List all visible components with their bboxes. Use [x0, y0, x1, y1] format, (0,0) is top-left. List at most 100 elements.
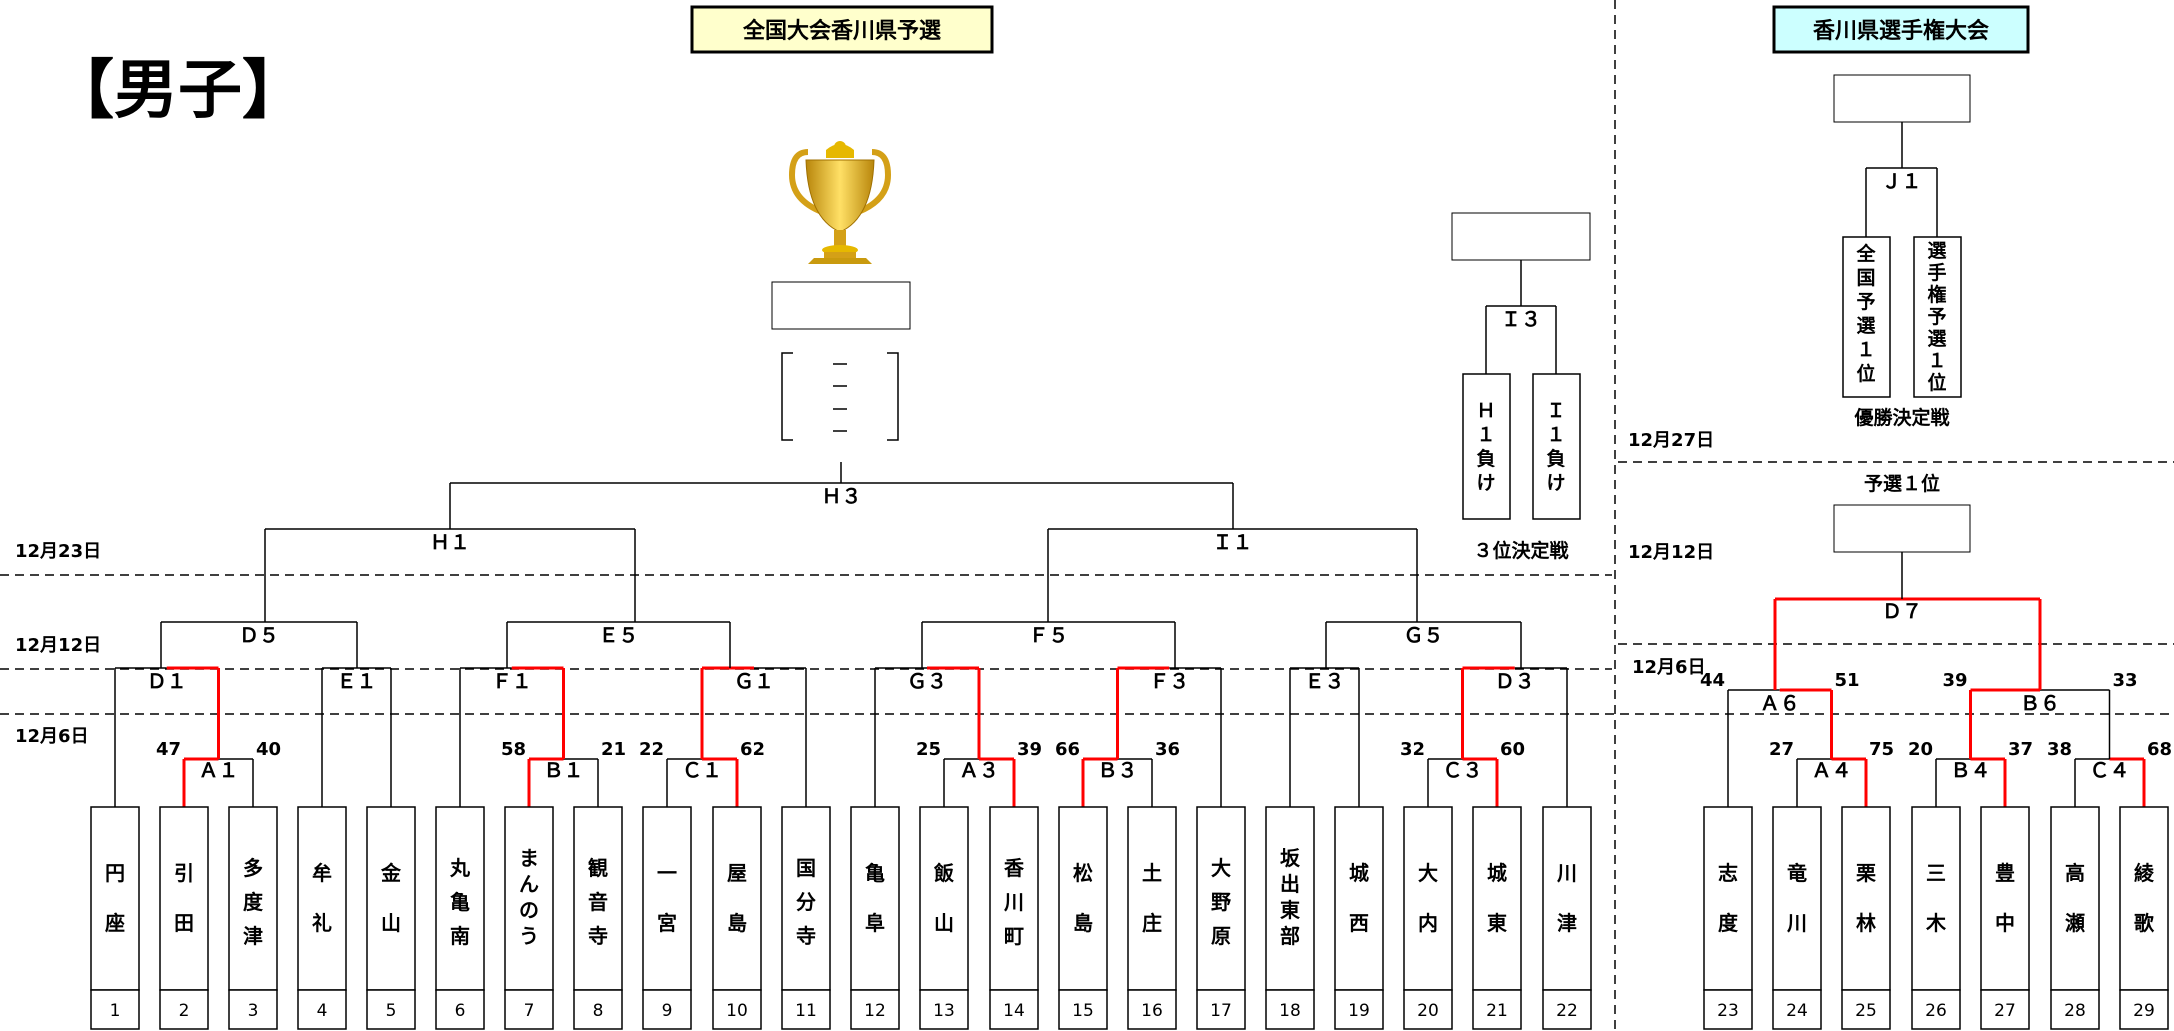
team-number-box [2050, 989, 2100, 1030]
team-name: 豊中 [1995, 861, 2015, 935]
match-label-C4: Ｃ４ [2090, 758, 2130, 782]
score-B4-left: 20 [1908, 739, 1933, 760]
team-box [504, 806, 554, 991]
team-name: 松島 [1073, 861, 1093, 935]
team-box [989, 806, 1039, 991]
date-right-1: 12月27日 [1628, 430, 1714, 451]
team-number-box [850, 989, 900, 1030]
match-label-H3: Ｈ３ [822, 484, 862, 508]
header-prefectural: 香川県選手権大会 [1772, 5, 2030, 54]
team-number: 18 [1279, 1001, 1301, 1021]
match-label-E3: Ｅ３ [1305, 669, 1345, 693]
team-box [1980, 806, 2030, 991]
team-number: 14 [1003, 1001, 1025, 1021]
team-box [1472, 806, 1522, 991]
team-number: 12 [864, 1001, 886, 1021]
match-label-A4: Ａ４ [1812, 758, 1852, 782]
champion-score-bracket [781, 352, 899, 441]
score-C1-left: 22 [639, 739, 664, 760]
score-B1-left: 58 [501, 739, 526, 760]
team-number-box [2119, 989, 2169, 1030]
team-number-box [297, 989, 347, 1030]
match-label-B4: Ｂ４ [1951, 758, 1991, 782]
team-number-box [781, 989, 831, 1030]
third-place-caption: ３位決定戦 [1473, 539, 1568, 562]
score-B4-right: 37 [2008, 739, 2033, 760]
score-A4-right: 75 [1869, 739, 1894, 760]
team-number-box [1472, 989, 1522, 1030]
prefectural-final-match: 全国予選１位 選手権予選１位 優勝決定戦 [1842, 236, 1962, 429]
third-place-right: Ｉ１負け [1546, 400, 1565, 494]
team-box [1196, 806, 1246, 991]
team-number-box [1703, 989, 1753, 1030]
team-name: 城西 [1349, 861, 1369, 935]
team-name: 屋島 [727, 861, 747, 935]
team-number-box [90, 989, 140, 1030]
team-box [1403, 806, 1453, 991]
team-box [919, 806, 969, 991]
score-A4-left: 27 [1769, 739, 1794, 760]
third-place-left: Ｈ１負け [1476, 400, 1495, 494]
team-name: 観音寺 [588, 856, 608, 948]
team-number-box [989, 989, 1039, 1030]
match-label-A1: Ａ１ [199, 758, 239, 782]
team-number: 21 [1486, 1001, 1508, 1021]
team-number-box [159, 989, 209, 1030]
team-number-box [1127, 989, 1177, 1030]
team-number-box [1841, 989, 1891, 1030]
third-place-match: Ｈ１負け Ｉ１負け ３位決定戦 [1462, 373, 1581, 562]
match-label-D3: Ｄ３ [1495, 669, 1535, 693]
team-number: 5 [386, 1001, 397, 1021]
match-label-J1: Ｊ１ [1882, 169, 1922, 193]
team-name: 円座 [105, 861, 125, 935]
team-number-box [228, 989, 278, 1030]
final-right-caption: 優勝決定戦 [1853, 406, 1949, 429]
team-number-box [1911, 989, 1961, 1030]
team-name: 竜川 [1786, 861, 1807, 935]
date-left-3: 12月6日 [15, 726, 89, 747]
team-box [159, 806, 209, 991]
team-box [90, 806, 140, 991]
team-number: 16 [1141, 1001, 1163, 1021]
team-number: 1 [110, 1001, 121, 1021]
team-name: 一宮 [657, 861, 677, 935]
final-right-left: 全国予選１位 [1855, 242, 1876, 385]
match-label-B1: Ｂ１ [544, 758, 584, 782]
team-name: 大内 [1418, 861, 1438, 935]
team-box [712, 806, 762, 991]
score-A6-left: 44 [1700, 670, 1725, 691]
team-number-box [1058, 989, 1108, 1030]
match-label-I1: Ｉ１ [1213, 530, 1253, 554]
team-number: 22 [1556, 1001, 1578, 1021]
team-box [1265, 806, 1315, 991]
team-name: 高瀬 [2065, 861, 2085, 935]
team-number-box [1334, 989, 1384, 1030]
score-C4-right: 68 [2147, 739, 2172, 760]
qualifier-caption: 予選１位 [1864, 472, 1940, 495]
team-name: 城東 [1487, 861, 1507, 935]
qualifier-box [1833, 504, 1971, 553]
team-number: 11 [795, 1001, 817, 1021]
team-number: 6 [455, 1001, 466, 1021]
score-B6-right: 33 [2113, 670, 2138, 691]
match-label-H1: Ｈ１ [430, 530, 470, 554]
date-right-2: 12月12日 [1628, 542, 1714, 563]
match-label-B3: Ｂ３ [1098, 758, 1138, 782]
team-name: 亀阜 [865, 861, 885, 935]
team-box [1334, 806, 1384, 991]
match-label-A3: Ａ３ [959, 758, 999, 782]
team-name: まんのう [519, 846, 539, 948]
score-B1-right: 21 [601, 739, 626, 760]
date-left-2: 12月12日 [15, 635, 101, 656]
score-A3-right: 39 [1017, 739, 1042, 760]
team-number: 26 [1925, 1001, 1947, 1021]
team-name: 大野原 [1211, 856, 1231, 948]
score-A3-left: 25 [916, 739, 941, 760]
match-label-C3: Ｃ３ [1443, 758, 1483, 782]
team-name: 川津 [1556, 861, 1577, 935]
team-name: 国分寺 [796, 856, 816, 948]
page-title: 【男子】 [50, 54, 306, 128]
team-number: 15 [1072, 1001, 1094, 1021]
team-list: 円座1引田2多度津3牟礼4金山5丸亀南6まんのう7観音寺8一宮9屋島10国分寺1… [90, 806, 2169, 1030]
